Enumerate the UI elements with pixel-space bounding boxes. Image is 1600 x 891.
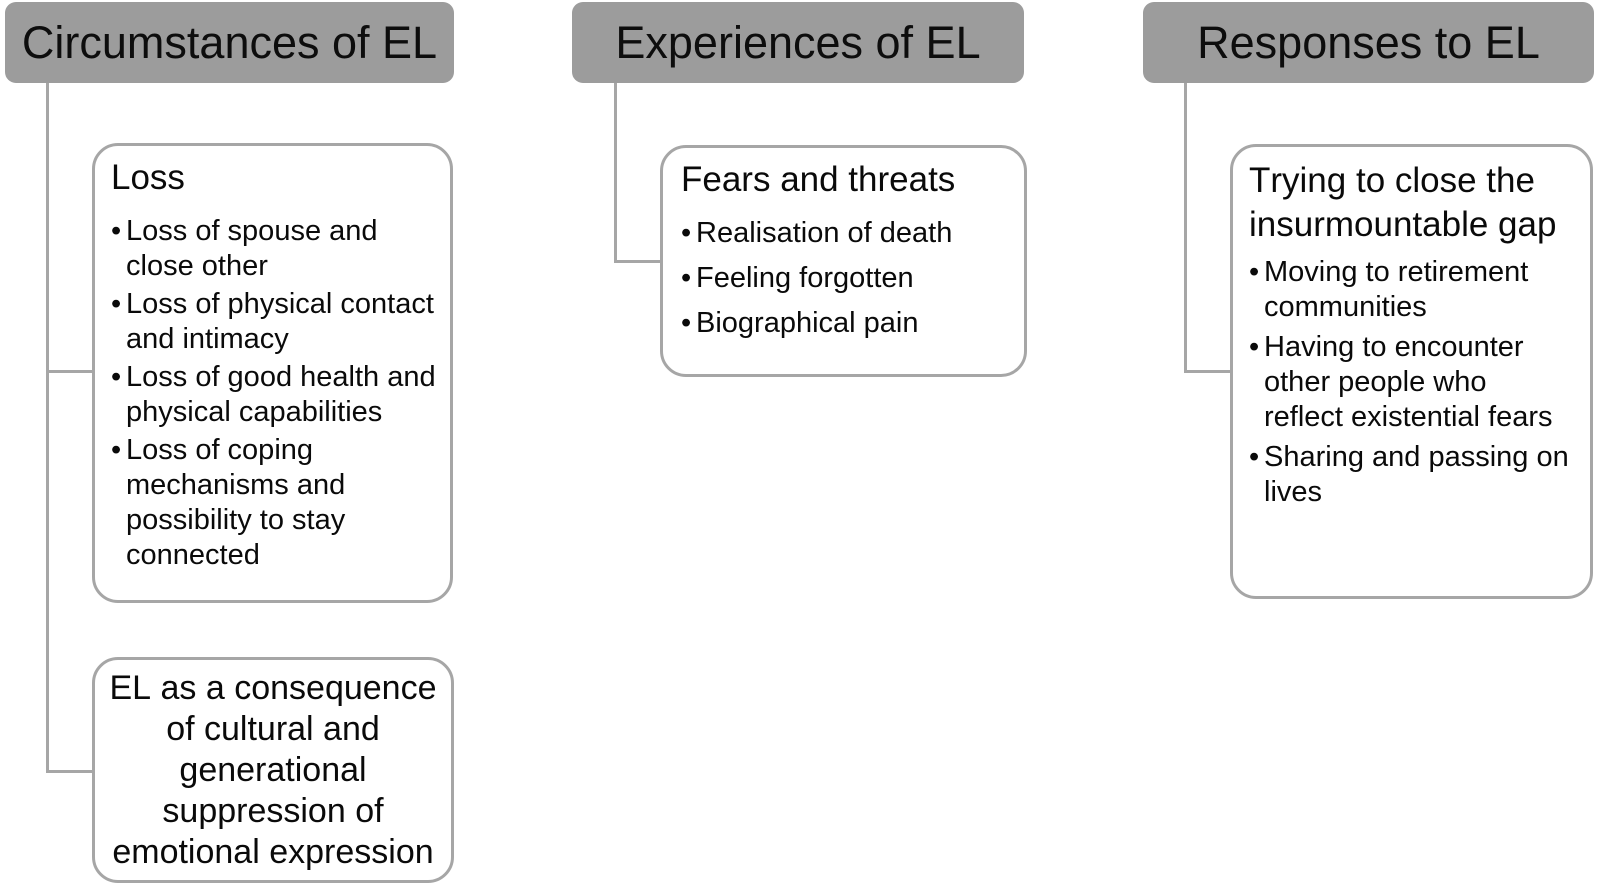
bullet-icon: • [681, 262, 692, 294]
connector-col3-trunk [1184, 83, 1187, 373]
bullet-text: Having to encounter other people who ref… [1264, 331, 1553, 433]
connector-col2-branch-fears [614, 260, 660, 263]
bullet-icon: • [681, 307, 692, 339]
bullet-text: Loss of good health and physical capabil… [126, 361, 436, 428]
bullet-icon: • [681, 217, 692, 249]
bullet-icon: • [111, 434, 122, 466]
connector-col3-branch-trying [1184, 370, 1230, 373]
list-item: • Loss of good health and physical capab… [111, 360, 442, 430]
box-fears-and-threats: Fears and threats • Realisation of death… [660, 145, 1027, 377]
connector-col1-branch-loss [46, 370, 92, 373]
bullet-text: Loss of coping mechanisms and possibilit… [126, 434, 346, 571]
bullet-text: Loss of spouse and close other [126, 215, 378, 282]
list-item: • Sharing and passing on lives [1249, 440, 1582, 510]
box-fears-title: Fears and threats [681, 160, 956, 199]
list-item: • Loss of coping mechanisms and possibil… [111, 433, 442, 573]
list-item: • Realisation of death [681, 216, 1016, 251]
bullet-icon: • [1249, 331, 1260, 363]
header-responses-to-el: Responses to EL [1143, 2, 1594, 83]
connector-col2-trunk [614, 83, 617, 263]
bullet-icon: • [111, 215, 122, 247]
bullet-text: Moving to retirement communities [1264, 256, 1529, 323]
bullet-icon: • [111, 361, 122, 393]
box-trying-bullets: • Moving to retirement communities • Hav… [1249, 255, 1582, 510]
box-fears-bullets: • Realisation of death • Feeling forgott… [681, 216, 1016, 341]
list-item: • Feeling forgotten [681, 261, 1016, 296]
bullet-text: Realisation of death [696, 217, 953, 249]
bullet-text: Biographical pain [696, 307, 919, 339]
bullet-text: Sharing and passing on lives [1264, 441, 1569, 508]
header-experiences-of-el: Experiences of EL [572, 2, 1024, 83]
bullet-icon: • [1249, 256, 1260, 288]
box-loss-bullets: • Loss of spouse and close other • Loss … [111, 214, 442, 573]
list-item: • Moving to retirement communities [1249, 255, 1582, 325]
list-item: • Biographical pain [681, 306, 1016, 341]
bullet-icon: • [111, 288, 122, 320]
box-trying-title: Trying to close the insurmountable gap [1249, 161, 1557, 244]
connector-col1-trunk [46, 83, 49, 773]
box-loss: Loss • Loss of spouse and close other • … [92, 143, 453, 603]
connector-col1-branch-consequence [46, 770, 92, 773]
list-item: • Loss of spouse and close other [111, 214, 442, 284]
bullet-text: Loss of physical contact and intimacy [126, 288, 434, 355]
box-el-consequence: EL as a consequence of cultural and gene… [92, 657, 454, 883]
list-item: • Loss of physical contact and intimacy [111, 287, 442, 357]
box-loss-title: Loss [111, 158, 185, 197]
header-circumstances-of-el: Circumstances of EL [5, 2, 454, 83]
list-item: • Having to encounter other people who r… [1249, 330, 1582, 435]
bullet-icon: • [1249, 441, 1260, 473]
bullet-text: Feeling forgotten [696, 262, 914, 294]
box-trying-to-close-gap: Trying to close the insurmountable gap •… [1230, 144, 1593, 599]
box-el-consequence-title: EL as a consequence of cultural and gene… [109, 668, 437, 871]
